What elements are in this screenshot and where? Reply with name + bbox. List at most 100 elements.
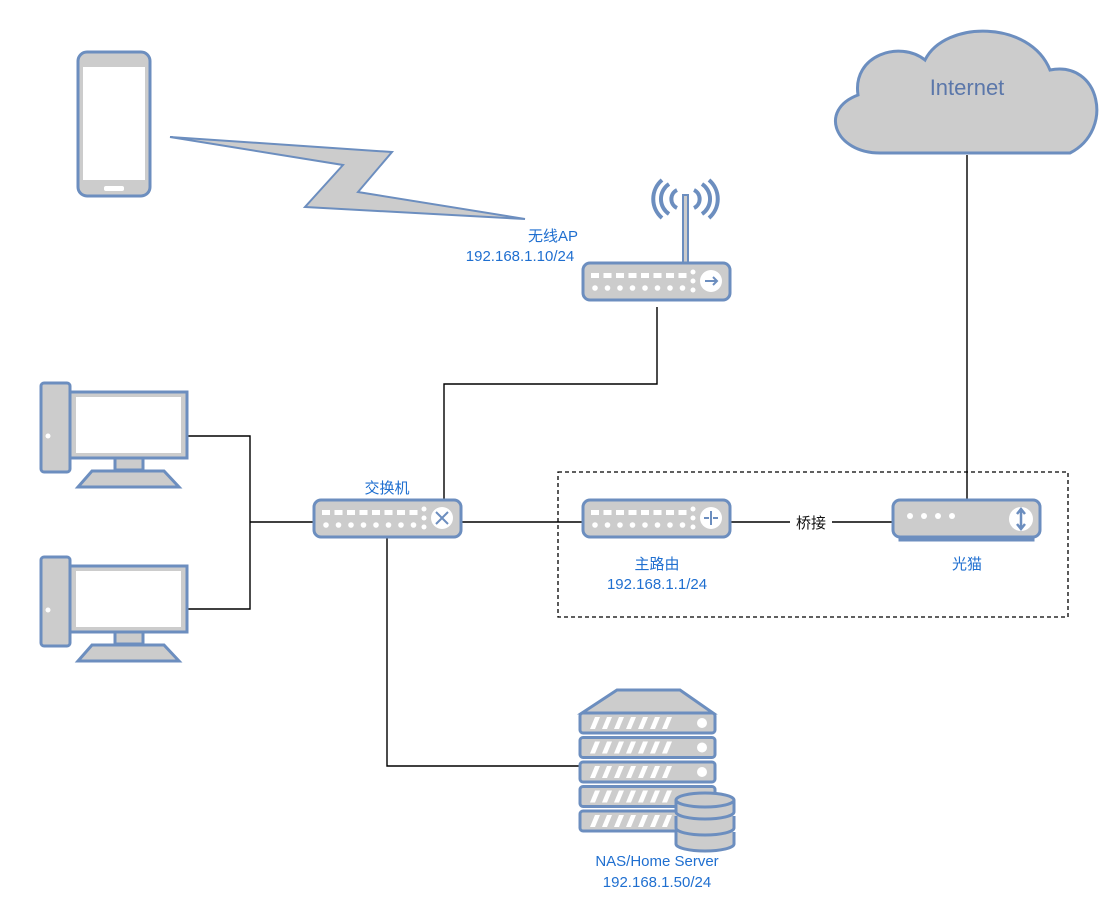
- vent: [662, 790, 672, 803]
- keyboard: [74, 643, 183, 663]
- database-disk: [674, 832, 736, 853]
- server-unit: [578, 711, 717, 735]
- port: [616, 273, 624, 278]
- port-led: [385, 522, 392, 528]
- port-led: [348, 522, 354, 528]
- vent: [626, 717, 636, 729]
- status-led: [690, 524, 696, 530]
- vent: [638, 717, 648, 729]
- ap-name: 无线AP: [528, 228, 578, 245]
- vent: [662, 815, 672, 827]
- port: [641, 273, 649, 278]
- vent: [614, 790, 624, 803]
- router-name: 主路由: [634, 556, 679, 573]
- ap-ip: 192.168.1.10/24: [466, 248, 574, 265]
- server-icon: [576, 688, 736, 853]
- port-led: [617, 522, 623, 528]
- power-button: [45, 433, 51, 439]
- port: [334, 510, 343, 515]
- port: [359, 510, 368, 515]
- port-led: [679, 522, 686, 528]
- vent: [650, 741, 660, 754]
- server-led: [697, 718, 707, 728]
- port-led: [410, 522, 417, 528]
- database-top: [674, 791, 736, 809]
- port: [678, 510, 687, 515]
- server-led: [697, 742, 707, 753]
- cloud-icon: Internet: [834, 29, 1099, 155]
- internet-label: Internet: [930, 75, 1005, 100]
- vent: [638, 741, 648, 754]
- port-led: [617, 285, 623, 291]
- vent: [614, 717, 624, 729]
- port-led: [667, 522, 673, 528]
- status-led: [421, 524, 427, 530]
- power-button: [45, 607, 51, 613]
- port-led: [667, 285, 673, 291]
- port: [603, 273, 612, 278]
- status-led: [690, 269, 696, 275]
- status-led: [421, 506, 427, 512]
- server-led: [697, 767, 707, 777]
- port-led: [642, 522, 648, 528]
- keyboard: [74, 469, 183, 489]
- router-ip: 192.168.1.1/24: [607, 576, 707, 593]
- port-led: [592, 522, 598, 528]
- port: [372, 510, 380, 515]
- vent: [602, 766, 612, 778]
- vent: [614, 766, 624, 778]
- port: [641, 510, 649, 515]
- status-led: [690, 278, 696, 284]
- bridge-group-box: [557, 471, 1069, 618]
- vent: [590, 717, 600, 729]
- port: [666, 510, 674, 515]
- vent: [650, 790, 660, 803]
- vent: [638, 766, 648, 778]
- database-disk: [674, 816, 736, 837]
- modem-icon: [891, 498, 1042, 542]
- monitor-screen: [76, 571, 181, 627]
- status-led: [690, 506, 696, 512]
- port-led: [679, 285, 686, 291]
- port: [653, 510, 662, 515]
- vent: [614, 741, 624, 754]
- arrow-right-icon-glyph: [705, 276, 719, 286]
- desktop-pc-icon: [39, 381, 189, 489]
- port-led: [592, 285, 598, 291]
- port-led: [335, 522, 342, 528]
- desktop-pc-icon: [39, 555, 189, 663]
- port-led: [629, 522, 636, 528]
- wire-ap-switch: [443, 307, 658, 500]
- vent: [602, 717, 612, 729]
- server-unit: [578, 736, 717, 759]
- vent: [590, 766, 600, 778]
- status-led: [690, 515, 696, 521]
- vent: [602, 741, 612, 754]
- vent: [590, 741, 600, 754]
- monitor-screen: [76, 397, 181, 453]
- port: [653, 273, 662, 278]
- vent: [590, 790, 600, 803]
- wireless-link-icon: [169, 136, 526, 220]
- server-unit: [578, 760, 717, 784]
- vent: [638, 815, 648, 827]
- port: [628, 510, 637, 515]
- port: [591, 273, 599, 278]
- vent: [614, 815, 624, 827]
- port-led: [654, 285, 661, 291]
- bridge-label: 桥接: [796, 515, 826, 532]
- port-led: [604, 285, 611, 291]
- connections: [187, 155, 968, 767]
- vent: [662, 717, 672, 729]
- mobile-phone-icon: [76, 50, 152, 198]
- vent: [626, 815, 636, 827]
- switch-name: 交换机: [364, 479, 409, 497]
- status-led: [421, 515, 427, 521]
- wireless-router-icon: [581, 178, 732, 302]
- vent: [662, 766, 672, 778]
- port: [616, 510, 624, 515]
- vent: [638, 790, 648, 803]
- vent: [662, 741, 672, 754]
- vent: [602, 815, 612, 827]
